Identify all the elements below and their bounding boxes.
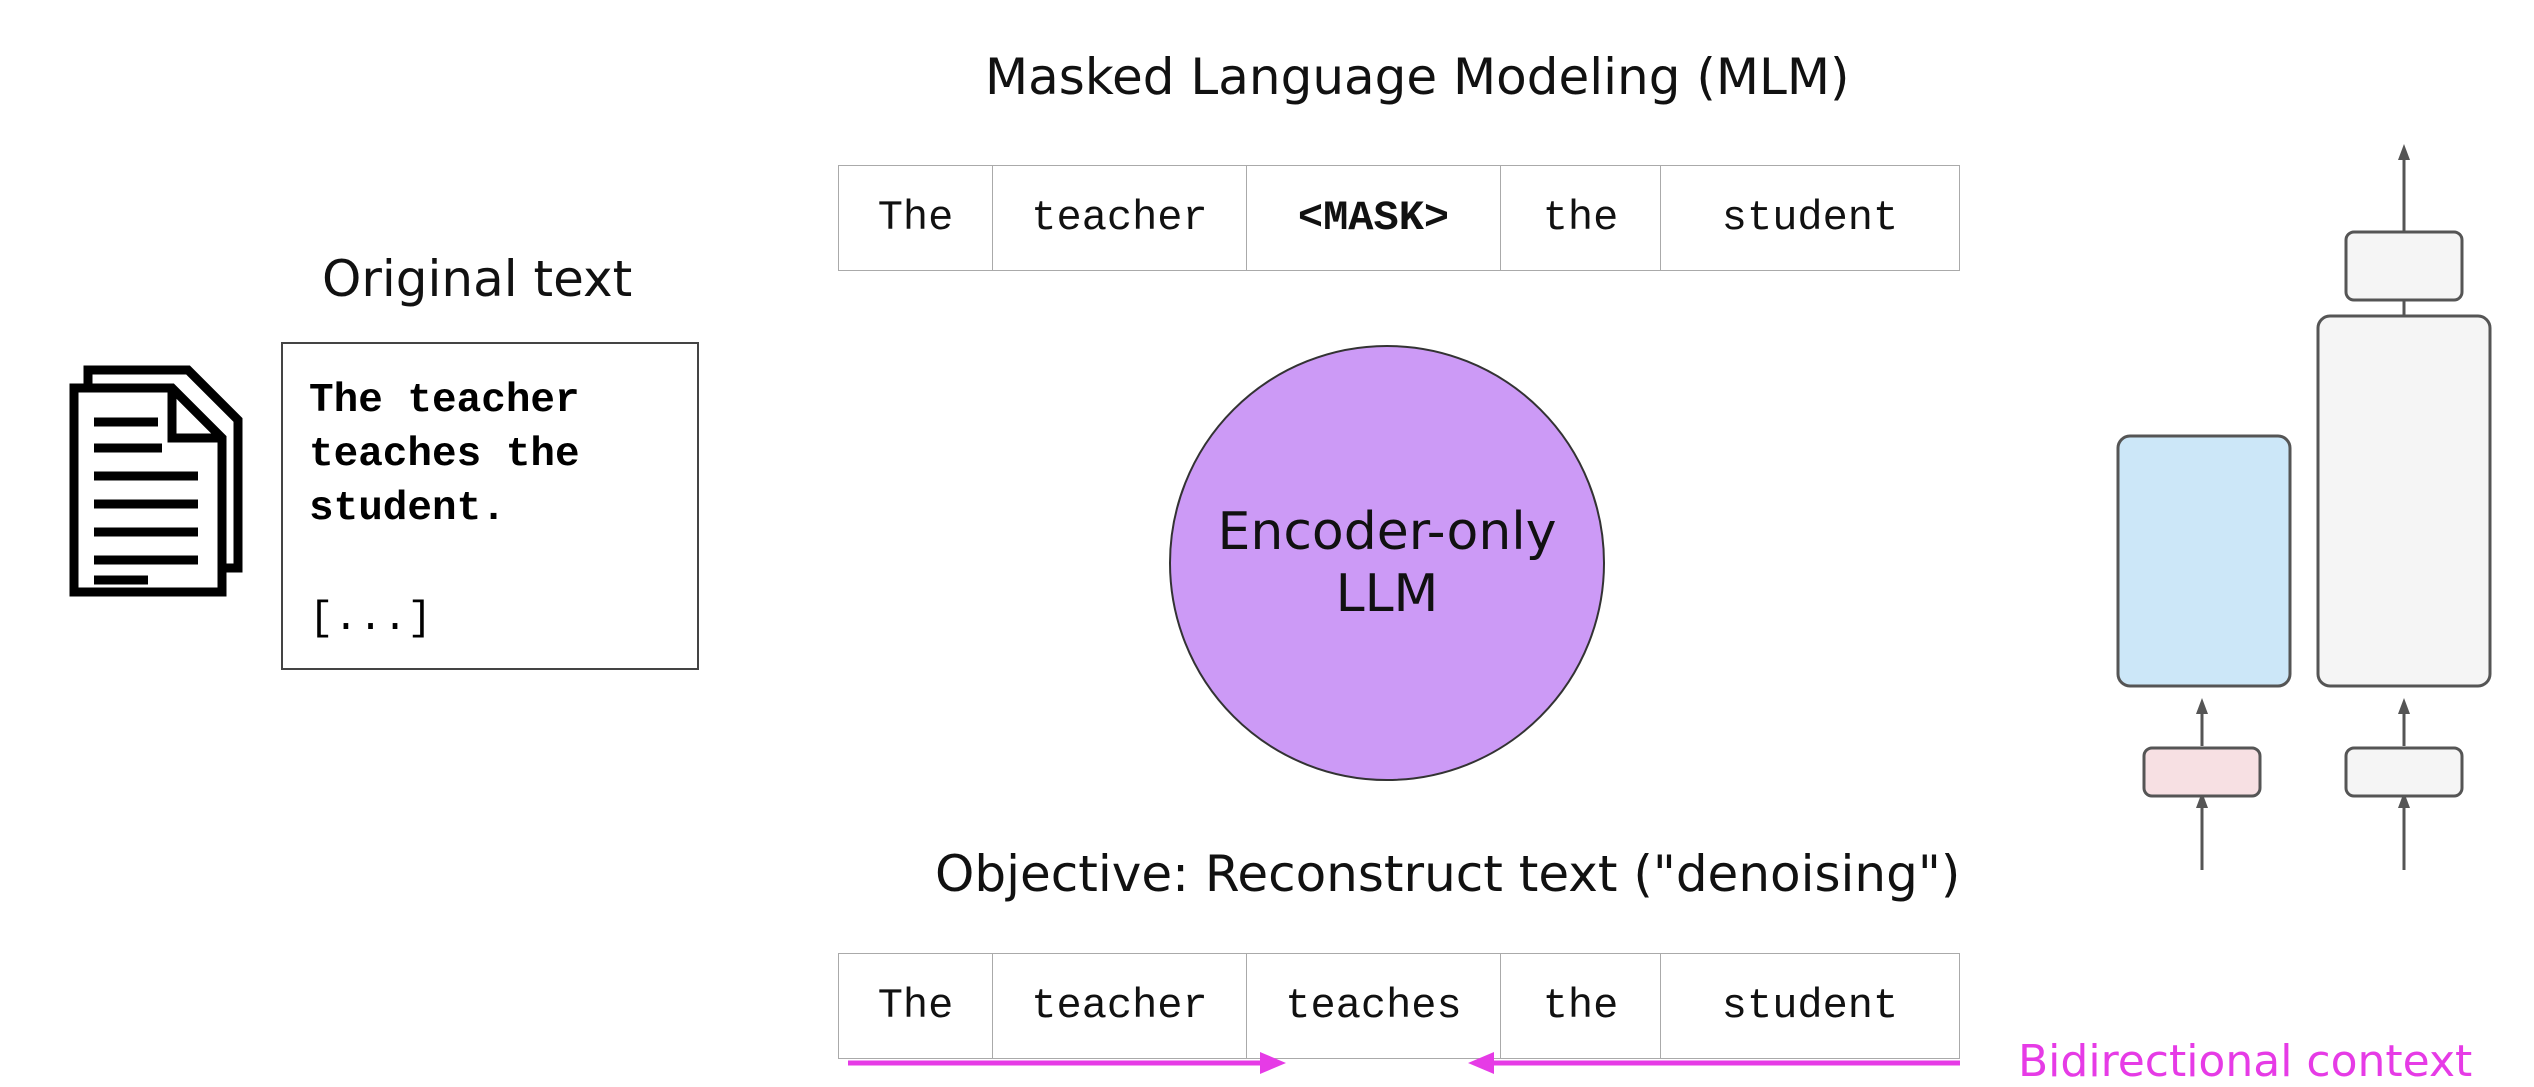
target-token: teaches	[1246, 954, 1500, 1058]
encoder-block	[2116, 434, 2292, 688]
model-label-line1: Encoder-only	[1217, 502, 1557, 562]
model-label-line2: LLM	[1335, 564, 1439, 624]
original-text-line: The teacher	[309, 378, 580, 424]
original-text-box: The teacher teaches the student. [...]	[281, 342, 699, 670]
arrow-right-head	[1260, 1052, 1286, 1074]
neutral-input-block	[2344, 746, 2464, 798]
masked-token-row: The teacher <MASK> the student	[838, 165, 1960, 271]
original-text-line: student.	[309, 486, 506, 532]
masked-token: teacher	[992, 166, 1246, 270]
bidirectional-context-label: Bidirectional context	[2018, 1036, 2473, 1087]
embedding-block	[2142, 746, 2262, 798]
documents-icon	[69, 365, 243, 597]
bidirectional-arrows	[848, 1052, 1960, 1074]
target-token: student	[1660, 954, 1959, 1058]
transformer-architecture-sketch	[2116, 144, 2492, 870]
masked-token: student	[1660, 166, 1959, 270]
mask-token: <MASK>	[1246, 166, 1500, 270]
neutral-output-block	[2344, 230, 2464, 302]
original-text-heading: Original text	[322, 250, 633, 308]
masked-token: The	[877, 194, 954, 242]
original-text-ellipsis: [...]	[309, 596, 433, 642]
objective-title: Objective: Reconstruct text ("denoising"…	[935, 845, 1961, 903]
target-token: The	[877, 982, 954, 1030]
target-token-row: The teacher teaches the student	[838, 953, 1960, 1059]
target-token: the	[1500, 954, 1660, 1058]
masked-token: the	[1500, 166, 1660, 270]
target-token: teacher	[992, 954, 1246, 1058]
original-text-line: teaches the	[309, 432, 580, 478]
neutral-stack-block	[2316, 314, 2492, 688]
encoder-only-llm-circle: Encoder-only LLM	[1169, 345, 1605, 781]
mlm-title: Masked Language Modeling (MLM)	[985, 48, 1850, 106]
arrow-left-head	[1468, 1052, 1494, 1074]
